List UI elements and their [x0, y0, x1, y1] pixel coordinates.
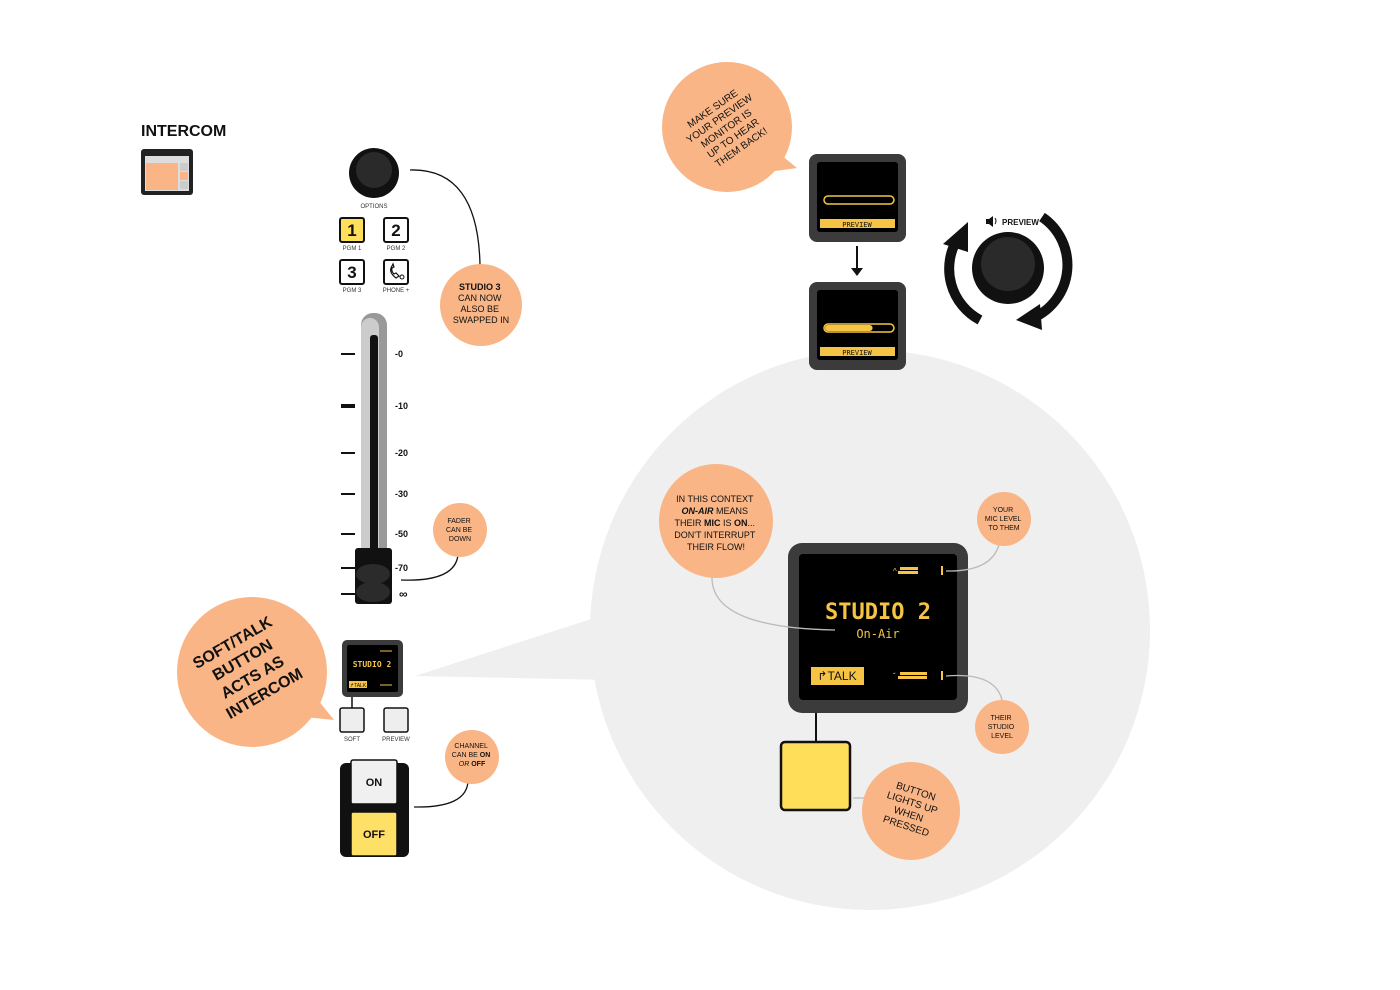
svg-text:THEIR STUDIO LEVEL: THEIR STUDIO LEVEL — [988, 715, 1016, 740]
callout-button-lights: BUTTON LIGHTS UP WHEN PRESSED — [862, 762, 960, 860]
svg-text:1: 1 — [347, 221, 356, 240]
onair-connector — [711, 575, 836, 631]
svg-text:2: 2 — [391, 221, 400, 240]
svg-text:^: ^ — [893, 567, 897, 576]
intercom-icon — [141, 149, 193, 195]
scale-label-50: -50 — [395, 529, 408, 539]
rotate-arrows-icon — [943, 212, 1073, 330]
big-display-name: STUDIO 2 — [825, 600, 931, 625]
phone-plus-icon — [390, 262, 400, 279]
callout-channel: CHANNEL CAN BE ON OR OFF — [445, 730, 499, 784]
scale-label-20: -20 — [395, 448, 408, 458]
pgm-button-3[interactable]: 3 — [339, 259, 365, 285]
speaker-icon — [986, 216, 997, 227]
soft-label: SOFT — [344, 737, 360, 743]
pgm-button-2[interactable]: 2 — [383, 217, 409, 243]
page-title: INTERCOM — [141, 123, 226, 140]
big-display-status: On-Air — [856, 627, 899, 641]
fader-connector — [400, 554, 459, 581]
pgm-1-label: PGM 1 — [343, 246, 362, 252]
svg-text:YOUR MIC LEVEL TO: YOUR MIC LEVEL TO THEM — [985, 507, 1023, 532]
mini-display: STUDIO 2 ↱TALK — [342, 640, 403, 697]
big-display-talk: ↱TALK — [817, 669, 856, 683]
mic-level-meter: ^ — [893, 566, 943, 576]
studio-level-meter: ˇ — [893, 671, 943, 681]
soft-button[interactable] — [339, 707, 365, 733]
pgm-2-label: PGM 2 — [387, 246, 406, 252]
scale-label-0: -0 — [395, 349, 403, 359]
mini-display-talk: ↱TALK — [350, 683, 367, 689]
studio3-connector — [409, 169, 481, 266]
scale-label-70: -70 — [395, 563, 408, 573]
big-display: ^ STUDIO 2 On-Air ↱TALK ˇ — [788, 543, 968, 713]
callout-softtalk: SOFT/TALK BUTTON ACTS AS INTERCOM — [177, 597, 334, 747]
pgm-button-1[interactable]: 1 — [339, 217, 365, 243]
studio-level-connector — [945, 674, 1003, 701]
svg-text:OFF: OFF — [363, 829, 385, 841]
callout-studio-level: THEIR STUDIO LEVEL — [975, 700, 1029, 754]
callout-fader: FADER CAN BE DOWN — [433, 503, 487, 557]
callout-preview-monitor: MAKE SURE YOUR PREVIEW MONITOR IS UP TO … — [662, 62, 797, 192]
svg-text:ON: ON — [366, 777, 383, 789]
svg-text:3: 3 — [347, 263, 356, 282]
preview-display-label-1: PREVIEW — [842, 221, 872, 229]
phone-plus-label: PHONE + — [383, 288, 410, 294]
options-knob[interactable] — [349, 148, 399, 198]
mini-display-name: STUDIO 2 — [353, 660, 392, 669]
fader-track — [361, 313, 387, 603]
zoom-bubble — [415, 350, 1150, 910]
arrow-down-icon — [851, 268, 863, 276]
preview-display-before: PREVIEW — [809, 154, 906, 242]
options-label: OPTIONS — [360, 204, 387, 210]
svg-text:CHANNEL CAN BE ON: CHANNEL CAN BE ON OR OFF — [452, 743, 492, 768]
scale-label-inf: ∞ — [399, 587, 408, 601]
preview-button[interactable] — [383, 707, 409, 733]
scale-label-10: -10 — [395, 401, 408, 411]
svg-text:IN THIS CONTEXT ON-AIR M: IN THIS CONTEXT ON-AIR MEANS THEIR MIC I… — [674, 494, 757, 552]
callout-onair: IN THIS CONTEXT ON-AIR MEANS THEIR MIC I… — [659, 464, 773, 578]
svg-text:STUDIO 3 CAN NOW A: STUDIO 3 CAN NOW ALSO BE SWAPPED IN — [453, 282, 509, 325]
callout-mic-level: YOUR MIC LEVEL TO THEM — [977, 492, 1031, 546]
channel-connector — [413, 779, 469, 808]
preview-display-after: PREVIEW — [809, 282, 906, 370]
svg-text:ˇ: ˇ — [893, 672, 896, 681]
preview-display-label-2: PREVIEW — [842, 349, 872, 357]
mic-level-connector — [945, 539, 1001, 572]
off-button[interactable]: OFF — [350, 811, 398, 857]
preview-level-fill — [825, 325, 873, 331]
pgm-3-label: PGM 3 — [343, 288, 362, 294]
on-button[interactable]: ON — [350, 759, 398, 805]
talk-button[interactable] — [779, 740, 852, 812]
fader-scale: -0 -10 -20 -30 -50 -70 ∞ — [341, 349, 408, 601]
scale-label-30: -30 — [395, 489, 408, 499]
preview-knob[interactable] — [972, 232, 1044, 304]
fader-cap[interactable] — [355, 548, 392, 604]
preview-knob-label: PREVIEW — [1002, 218, 1039, 227]
preview-label: PREVIEW — [382, 737, 410, 743]
svg-text:FADER CAN BE DOWN: FADER CAN BE DOWN — [446, 518, 474, 543]
phone-plus-button[interactable] — [383, 259, 409, 285]
callout-studio3: STUDIO 3 CAN NOW ALSO BE SWAPPED IN — [440, 264, 522, 346]
